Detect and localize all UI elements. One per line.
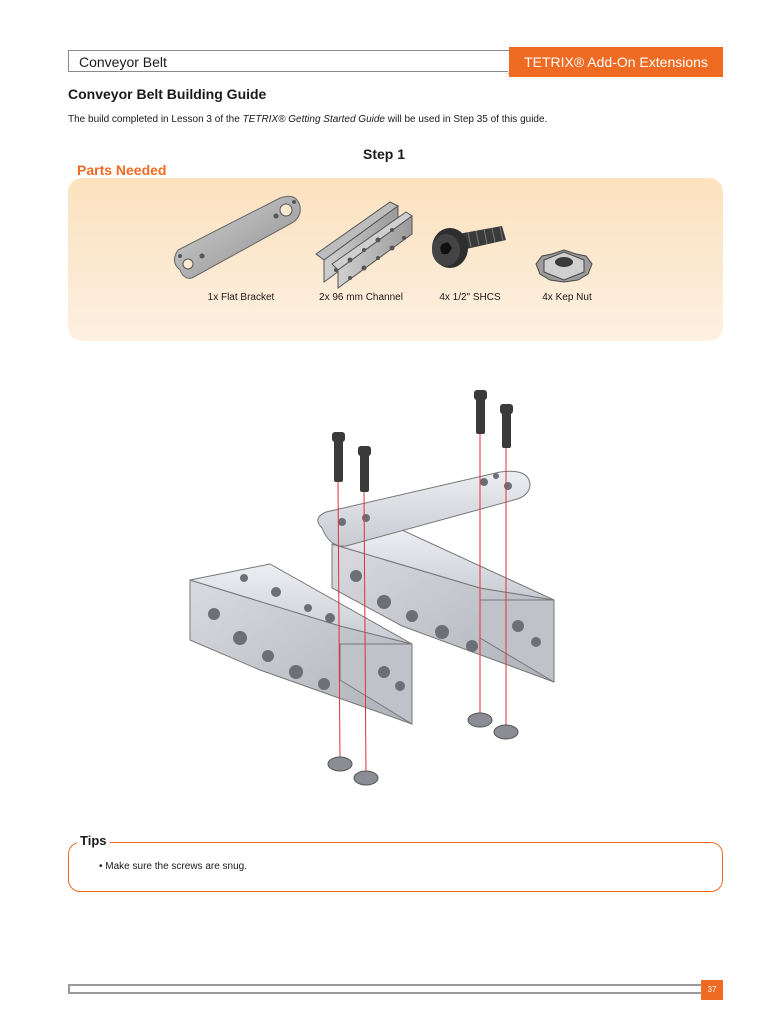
tips-label: Tips bbox=[77, 833, 110, 848]
part-label: 2x 96 mm Channel bbox=[319, 292, 403, 303]
brand-tab: TETRIX® Add-On Extensions bbox=[509, 47, 723, 77]
flat-bracket-icon bbox=[174, 195, 301, 279]
page-number: 37 bbox=[701, 980, 723, 1000]
parts-panel: 1x Flat Bracket 2x 96 mm Channel 4x 1/2"… bbox=[68, 178, 723, 341]
part-label: 1x Flat Bracket bbox=[207, 292, 275, 303]
intro-text: The build completed in Lesson 3 of the T… bbox=[68, 114, 547, 125]
tips-box: Tips • Make sure the screws are snug. bbox=[68, 833, 723, 892]
tip-item: • Make sure the screws are snug. bbox=[99, 861, 248, 872]
assembly-diagram bbox=[189, 390, 555, 786]
intro-italic: TETRIX® Getting Started Guide bbox=[242, 114, 385, 125]
step-title: Step 1 bbox=[362, 146, 405, 162]
kep-nut-icon bbox=[535, 249, 593, 283]
part-label: 4x 1/2" SHCS bbox=[439, 292, 501, 303]
channel-front bbox=[189, 563, 413, 725]
document-title: Conveyor Belt bbox=[68, 50, 508, 72]
guide-title: Conveyor Belt Building Guide bbox=[68, 86, 267, 102]
parts-heading: Parts Needed bbox=[77, 162, 167, 178]
footer-bar bbox=[68, 984, 701, 994]
screw-icon bbox=[432, 226, 506, 268]
flat-bracket bbox=[317, 470, 531, 547]
channel-icon bbox=[315, 201, 413, 289]
page-header: Conveyor Belt TETRIX® Add-On Extensions bbox=[68, 47, 723, 77]
part-label: 4x Kep Nut bbox=[542, 292, 592, 303]
guide-lines bbox=[337, 434, 507, 777]
screw-set bbox=[332, 390, 513, 492]
kep-nut-set bbox=[327, 712, 519, 786]
intro-after: will be used in Step 35 of this guide. bbox=[385, 114, 548, 125]
intro-before: The build completed in Lesson 3 of the bbox=[68, 114, 243, 125]
